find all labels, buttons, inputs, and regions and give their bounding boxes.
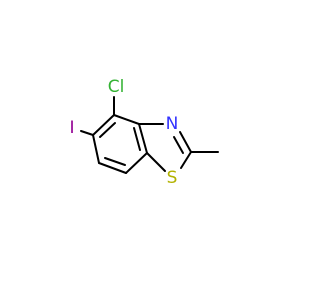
iodine-label: I [69,118,74,138]
benzene-ring [92,114,148,174]
nitrogen-label: N [166,114,179,134]
bond-c7a-c3a [138,123,148,154]
bond-c4-c5 [92,114,115,136]
bond-c5-c6 [92,134,100,164]
bond-c5-i [80,130,94,136]
substituents [80,96,219,153]
bond-n3-c2-inner [173,136,184,154]
molecule-structure: Cl I N S [69,77,219,188]
bond-n3-c2 [179,131,192,153]
bond-c7-c7a [125,152,148,174]
bond-s1-c7a [146,152,166,172]
sulfur-label: S [167,168,178,188]
bond-c7a-c3a-inner [133,127,141,151]
bond-c3a-c4 [113,114,140,125]
chlorine-label: Cl [108,77,125,97]
bond-c6-c7 [98,162,127,174]
bond-c2-s1 [180,151,192,169]
thiazole-ring [138,123,192,172]
bond-c6-c7-inner [104,157,126,166]
bond-c4-c5-inner [99,122,116,138]
